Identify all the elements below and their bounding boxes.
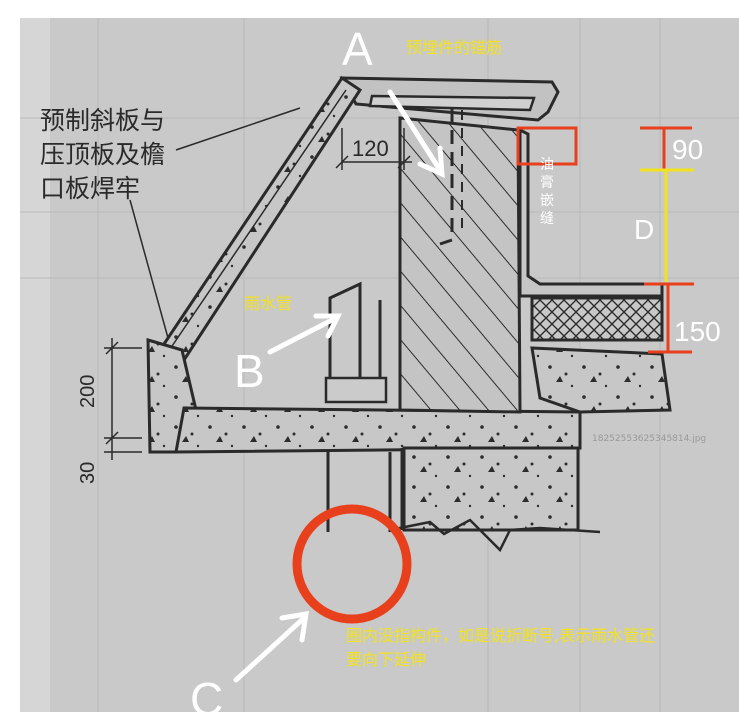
leader-eave (129, 199, 169, 339)
right-dimension-d (640, 168, 694, 282)
dimension-vertical (104, 338, 142, 460)
gutter-slab (174, 406, 582, 454)
break-line (389, 518, 601, 553)
circle-note-line1: 圈内没指构件，如是说折断号,表示雨水管还 (346, 626, 656, 645)
letter-c: C (190, 673, 224, 724)
weld-note: 预制斜板与 压顶板及檐 口板焊牢 (40, 106, 166, 203)
roof-insulation (530, 296, 664, 342)
dimension-150-label: 150 (674, 316, 721, 347)
file-watermark: 18252553625345814.jpg (592, 434, 707, 444)
paper-edge (20, 18, 50, 718)
anchor-note: 预埋件的锚筋 (406, 38, 503, 57)
coping-inner-plate (368, 94, 536, 112)
parapet-wall (398, 116, 522, 414)
circle-note-line2: 要向下延伸 (346, 650, 427, 669)
highlight-circle (292, 504, 412, 624)
putty-joint-highlight (516, 126, 578, 166)
dimension-30-label: 30 (77, 461, 99, 484)
pipe-outlet (324, 376, 388, 404)
lower-wall (402, 446, 580, 532)
dimension-200-label: 200 (77, 374, 99, 408)
arrow-c (233, 610, 309, 683)
leader-weld (175, 107, 301, 151)
right-dimension-150 (644, 282, 694, 354)
right-dimension-90 (640, 126, 692, 170)
dimension-120-label: 120 (352, 136, 389, 161)
arrow-a (387, 89, 445, 179)
roof-slab (530, 346, 672, 414)
rain-pipe-label: 雨水管 (244, 294, 293, 313)
putty-joint-label: 油 膏 嵌 缝 (540, 157, 554, 227)
anchor-bar (439, 108, 454, 246)
sloped-plate-rebar (167, 89, 347, 353)
letter-b: B (234, 345, 265, 397)
arrow-b (267, 313, 343, 355)
letter-a: A (342, 23, 373, 75)
dimension-90-label: 90 (672, 134, 704, 165)
dimension-120-line (335, 128, 412, 170)
roof-waterproofing (518, 127, 664, 298)
letter-d: D (634, 214, 655, 245)
